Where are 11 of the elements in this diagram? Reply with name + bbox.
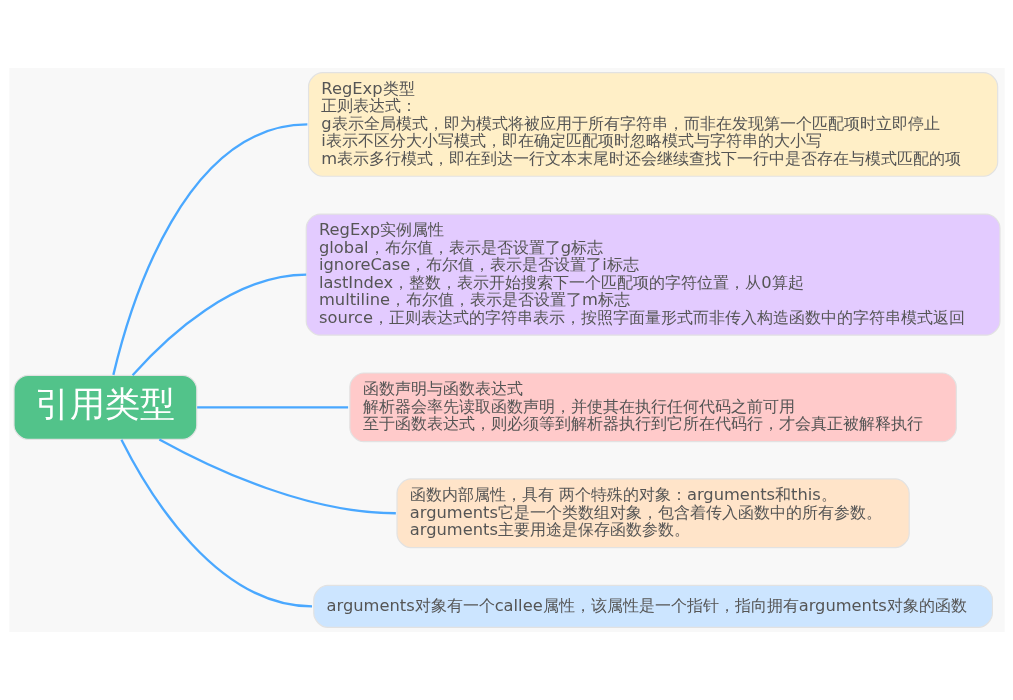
connector [119,439,312,608]
connector [158,438,396,515]
node-box: RegExp实例属性 global，布尔值，表示是否设置了g标志 ignoreCase，布尔值，表示是否设置了i标志 lastIndex，整数，表示开始搜索下一个匹配项的字符位置，从0算起 multiline，布尔值，表示是否设置了m标志 source，正则表达式的字符串表示，按照字面量形式而非传入构造函数中的字符串模式返回 [305,213,1001,336]
connector [196,406,348,409]
node-box: 函数声明与函数表达式 解析器会率先读取函数声明，并使其在执行任何代码之前可用 至于函数表达式，则必须等到解析器执行到它所在代码行，才会真正被解释执行 [348,372,957,443]
node-box: RegExp类型 正则表达式： g表示全局模式，即为模式将被应用于所有字符串，而非在发现第一个匹配项时立即停止 i表示不区分大小写模式，即在确定匹配项时忽略模式与字符串的大小写 m表示多行模式，即在到达一行文本末尾时还会继续查找下一行中是否存在与模式匹配的项 [307,72,998,177]
connector [111,123,307,376]
connector [131,273,306,376]
node-box: 引用类型 [12,374,197,440]
node-box: 函数内部属性，具有 两个特殊的对象：arguments和this。 arguments它是一个类数组对象，包含着传入函数中的所有参数。 arguments主要用途是保存函数参数。 [395,478,910,549]
node-box: arguments对象有一个callee属性，该属性是一个指针，指向拥有arguments对象的函数 [312,584,993,628]
